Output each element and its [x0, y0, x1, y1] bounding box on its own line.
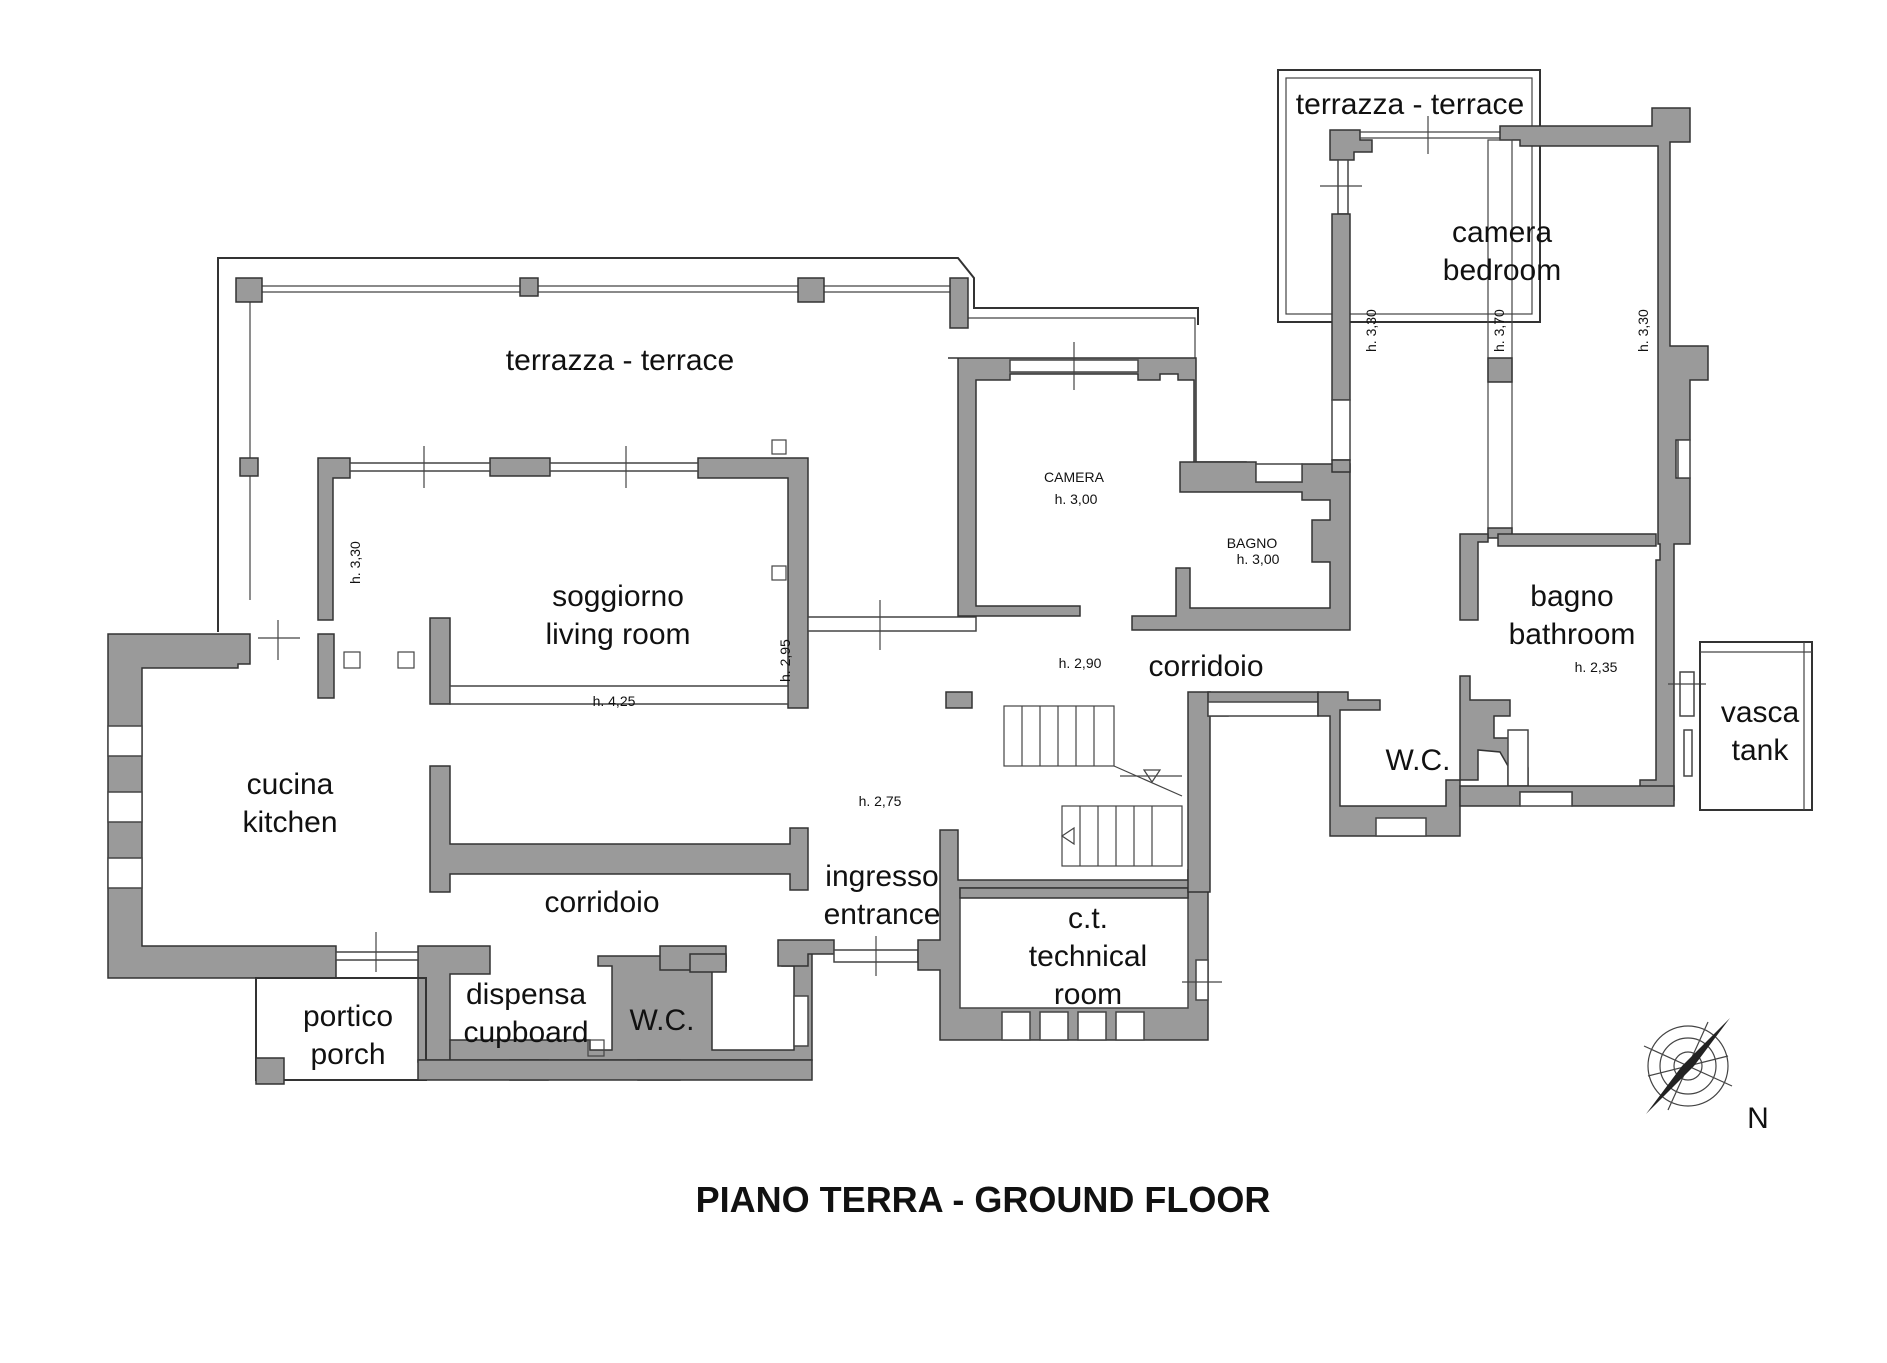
terrace-left-label: terrazza - terrace	[506, 344, 734, 377]
height-bedroom-right: h. 3,30	[1635, 309, 1651, 352]
terrace-outline	[217, 257, 1199, 632]
porch-label-it: portico	[303, 1000, 393, 1033]
bathroom-label-it: bagno	[1530, 580, 1613, 613]
terrace-top-right-label: terrazza - terrace	[1296, 88, 1524, 121]
bedroom-walls	[1331, 107, 1709, 801]
height-bagno: h. 3,00	[1237, 551, 1280, 567]
staircase	[945, 691, 1211, 893]
compass-north-label: N	[1747, 1102, 1769, 1135]
height-bedroom-mid: h. 3,70	[1491, 309, 1507, 352]
tank-label-it: vasca	[1721, 696, 1800, 729]
living-room-label-it: soggiorno	[552, 580, 684, 613]
wc-lower-label: W.C.	[630, 1004, 695, 1037]
pantry-label-en: cupboard	[463, 1016, 588, 1049]
bedroom-label-it: camera	[1452, 216, 1552, 249]
height-living-bottom: h. 4,25	[593, 693, 636, 709]
north-arrow-icon	[1643, 1018, 1733, 1114]
kitchen-walls	[107, 620, 813, 1085]
corridor-lower-label: corridoio	[544, 886, 659, 919]
floor-plan-title: PIANO TERRA - GROUND FLOOR	[696, 1179, 1271, 1220]
bathroom-label-en: bathroom	[1509, 618, 1636, 651]
bagno-small-label: BAGNO	[1227, 535, 1278, 551]
height-living-right: h. 2,95	[777, 639, 793, 682]
living-room-walls	[317, 439, 977, 709]
technical-room-label-it: c.t.	[1068, 902, 1108, 935]
pantry-label-it: dispensa	[466, 978, 586, 1011]
porch-label-en: porch	[310, 1038, 385, 1071]
living-room-label-en: living room	[545, 618, 690, 651]
kitchen-label-it: cucina	[247, 768, 334, 801]
height-corridor-main: h. 2,75	[859, 793, 902, 809]
entrance-walls	[777, 829, 1222, 1041]
technical-room-label-en1: technical	[1029, 940, 1147, 973]
corridor-upper-label: corridoio	[1148, 650, 1263, 683]
technical-room-label-en2: room	[1054, 978, 1122, 1011]
height-camera: h. 3,00	[1055, 491, 1098, 507]
camera-bagno-walls	[948, 342, 1351, 631]
height-bedroom-left: h. 3,30	[1363, 309, 1379, 352]
height-living-side: h. 3,30	[347, 541, 363, 584]
kitchen-label-en: kitchen	[242, 806, 337, 839]
camera-small-label: CAMERA	[1044, 469, 1105, 485]
wc-right-label: W.C.	[1386, 744, 1451, 777]
height-corridor-upper: h. 2,90	[1059, 655, 1102, 671]
entrance-label-it: ingresso	[825, 860, 938, 893]
height-bathroom: h. 2,35	[1575, 659, 1618, 675]
wc-bath-walls	[1207, 641, 1813, 837]
tank-label-en: tank	[1732, 734, 1790, 767]
entrance-label-en: entrance	[824, 898, 941, 931]
bedroom-label-en: bedroom	[1443, 254, 1561, 287]
